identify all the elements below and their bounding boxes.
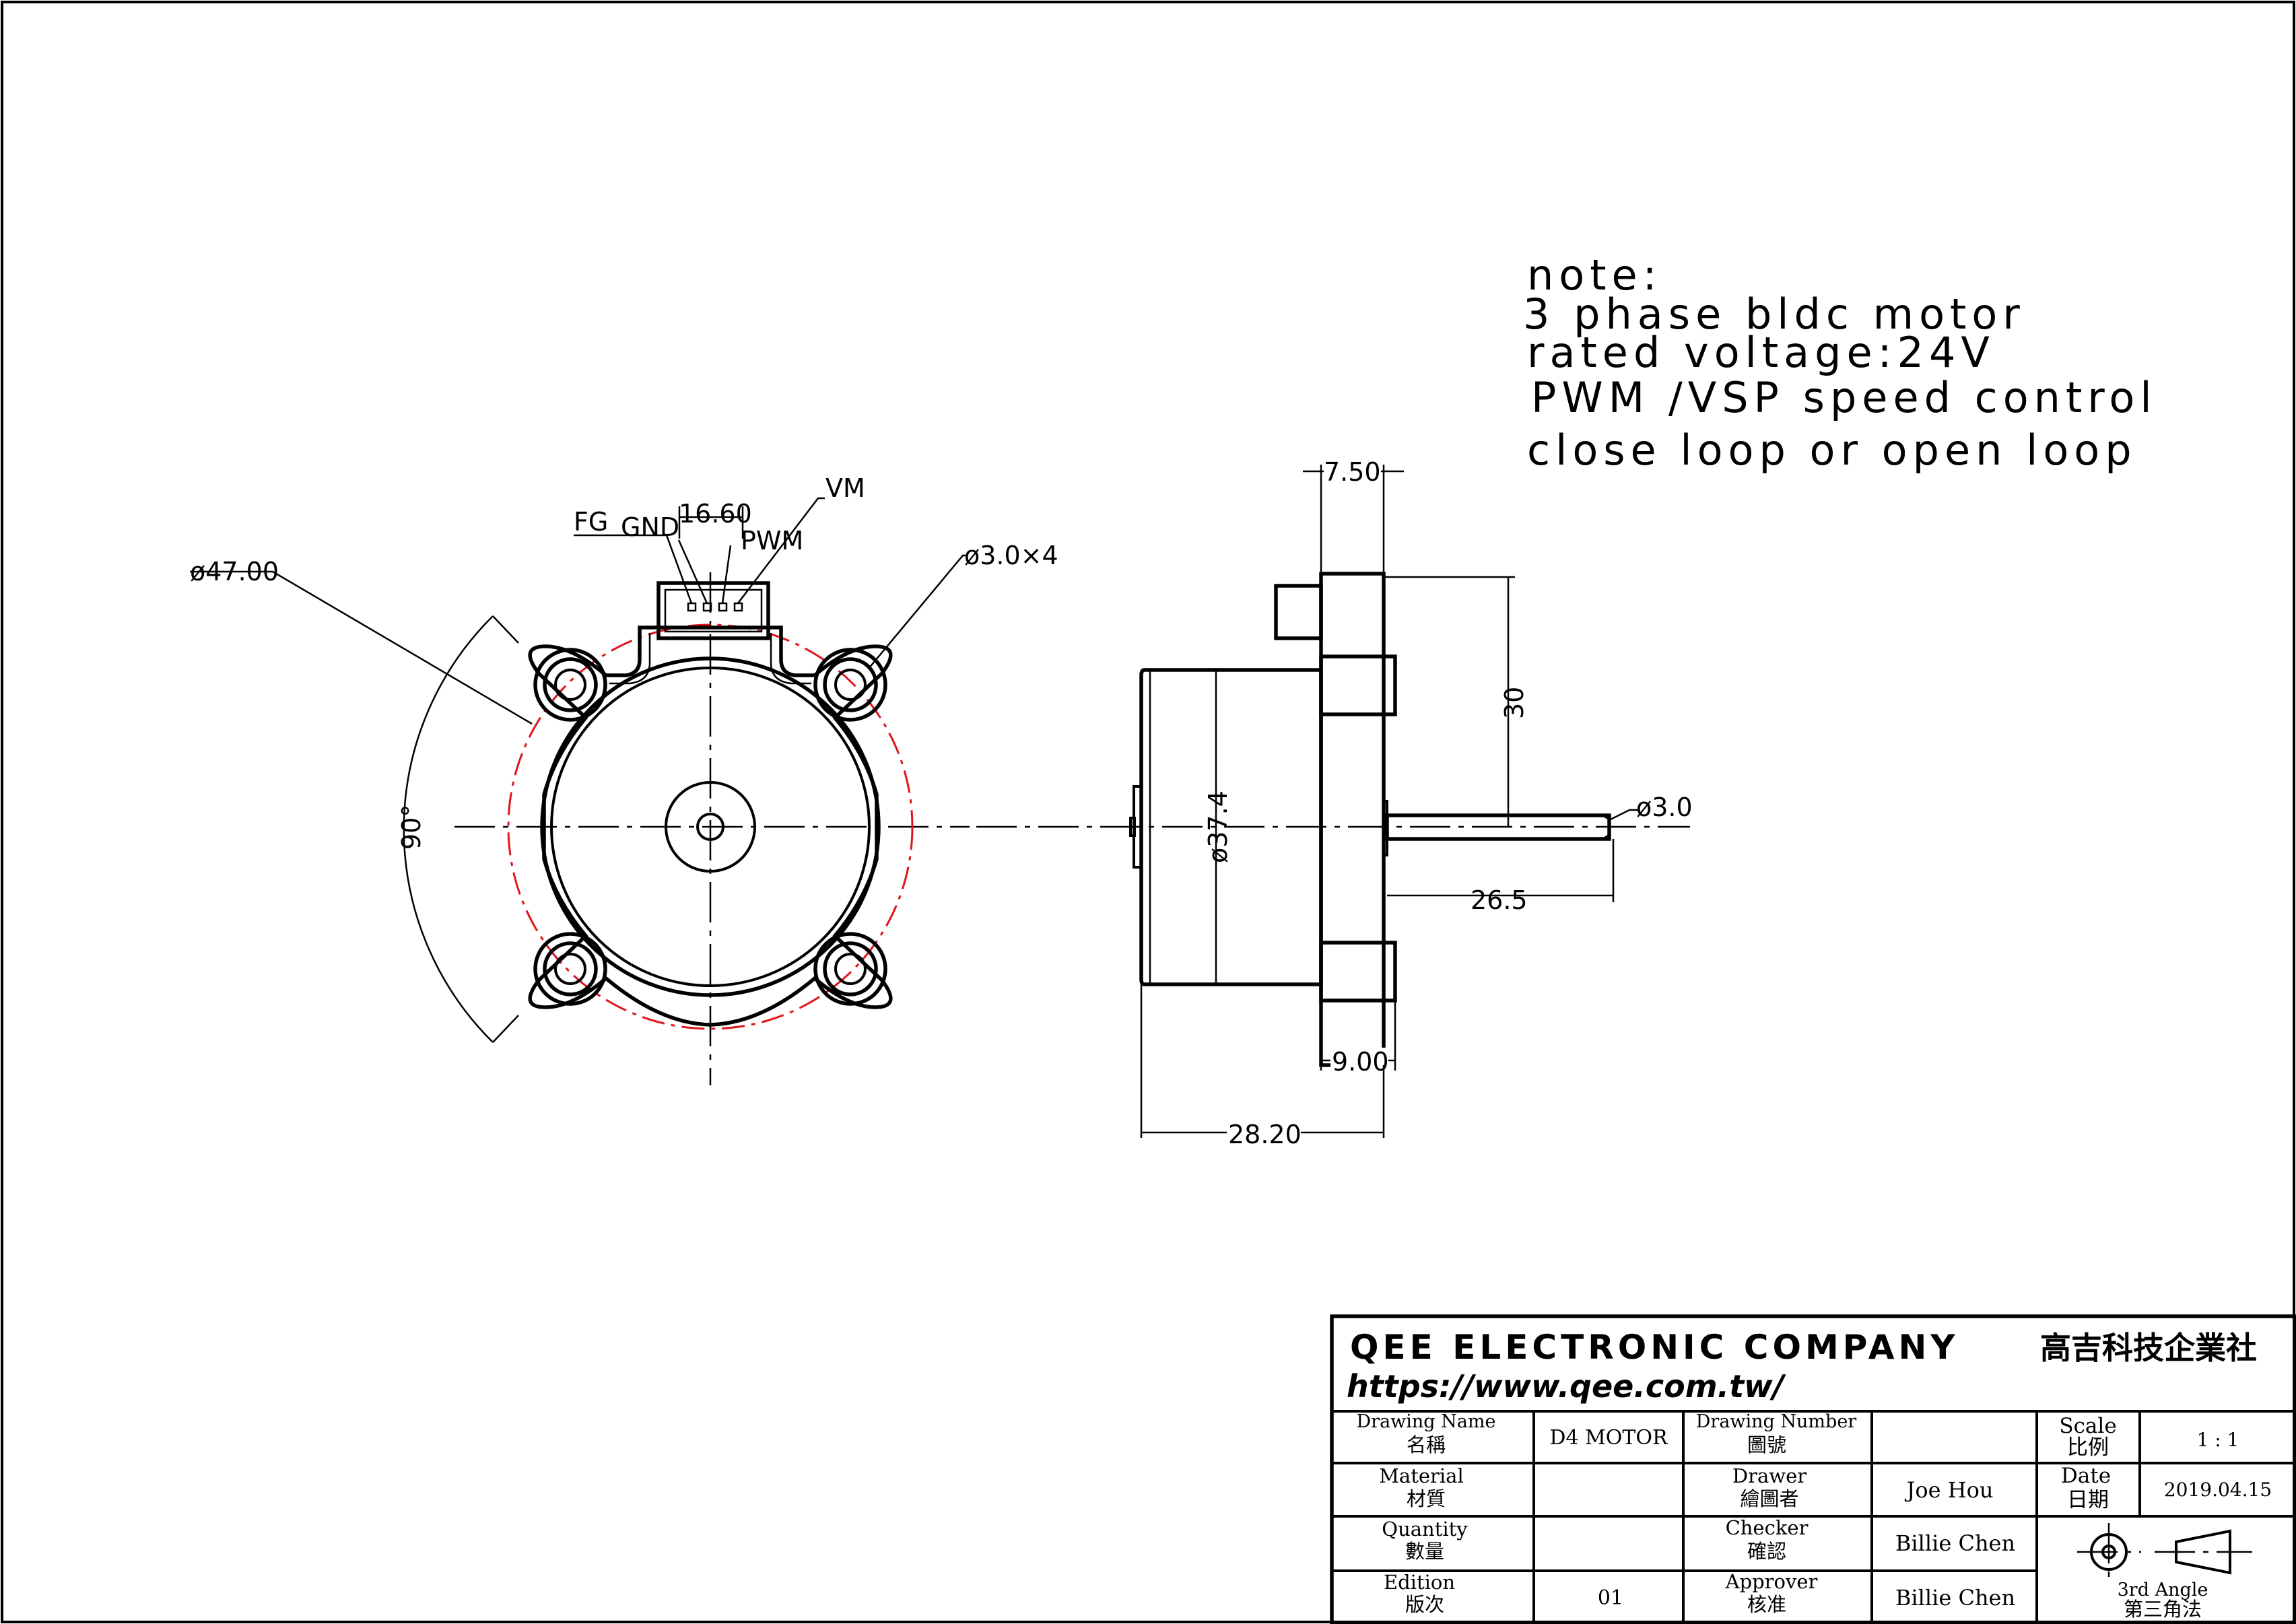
motor-body-outer [540,656,881,997]
total-len-dimension: 28.20 [1228,1120,1302,1149]
flange-inner-left [609,633,651,685]
label-approver-cn: 核准 [1747,1593,1786,1616]
angle-dimension: 90° [397,805,426,850]
label-quantity: Quantity [1382,1518,1468,1541]
projection-label-cn: 第三角法 [2124,1598,2202,1621]
note-line-4: PWM /VSP speed control [1531,373,2157,422]
motor-can [1139,668,1323,986]
label-checker: Checker [1726,1516,1809,1539]
pwm-leader [721,545,732,604]
value-edition: 01 [1598,1586,1623,1610]
mount-boss-tr [813,648,887,722]
note-line-5: close loop or open loop [1527,426,2137,475]
label-scale-cn: 比例 [2067,1435,2109,1460]
value-scale: 1 : 1 [2197,1429,2239,1451]
connector [656,581,770,640]
label-checker-cn: 確認 [1747,1540,1786,1563]
mount-hole-tr [823,657,878,712]
pin-label-vm: VM [825,473,865,503]
shaft-len-dimension: 26.5 [1471,885,1528,915]
note-line-3: rated voltage:24V [1527,328,1995,377]
label-drawing-name: Drawing Name [1357,1411,1496,1432]
mount-boss-bl [533,932,607,1006]
side-connector [1274,584,1323,640]
d-shaft-dimension: ø3.0 [1636,792,1693,822]
hole-dimension: ø3.0×4 [964,541,1058,570]
mount-hole-bl [543,941,598,996]
label-drawing-number: Drawing Number [1696,1411,1857,1432]
company-name: QEE ELECTRONIC COMPANY [1350,1328,1959,1367]
d-body-dimension: ø37.4 [1203,790,1233,863]
flange-boss-bottom [1319,941,1397,1003]
d-outer-leader [190,570,533,725]
mount-hole-br [823,941,878,996]
vm-leader [737,497,825,604]
mount-boss-tl [533,648,607,722]
notes: note: 3 phase bldc motor rated voltage:2… [1523,250,2157,475]
label-drawer-cn: 繪圖者 [1740,1487,1798,1510]
note-line-1: note: [1527,250,1662,300]
fg-leader [574,534,693,604]
value-drawer: Joe Hou [1905,1477,1994,1503]
label-edition: Edition [1384,1571,1455,1594]
bottom-len-dimension: 9.00 [1332,1047,1389,1077]
angle-arc [403,615,494,1043]
gnd-leader [677,539,708,604]
value-drawing-name: D4 MOTOR [1549,1426,1668,1450]
pin-label-pwm: PWM [741,526,803,555]
company-name-cn: 高吉科技企業社 [2040,1330,2257,1366]
mount-hole-tl [543,657,598,712]
pitch-dimension: 16.60 [679,499,752,529]
third-angle-projection-icon [2077,1523,2252,1584]
hub [665,781,756,873]
label-approver: Approver [1725,1570,1818,1593]
value-approver: Billie Chen [1895,1585,2015,1611]
flange-inner-right [770,633,811,685]
flange-boss-top [1319,654,1397,716]
label-material: Material [1379,1464,1464,1487]
label-date: Date [2061,1464,2111,1488]
bolt-circle [507,623,914,1030]
motor-body-inner [550,667,871,987]
label-drawer: Drawer [1732,1464,1807,1487]
projection-label: 3rd Angle [2118,1580,2208,1600]
side-view: ø37.4 30 ø3.0 26.5 7.50 9.00 28.20 [976,457,1693,1149]
label-material-cn: 材質 [1407,1487,1446,1510]
value-date: 2019.04.15 [2164,1479,2272,1501]
side-flange [1319,572,1386,1067]
d-shaft-leader [1609,809,1640,821]
value-checker: Billie Chen [1895,1530,2015,1556]
d-outer-dimension: ø47.00 [190,557,279,586]
company-url[interactable]: https://www.qee.com.tw/ [1347,1368,1786,1405]
label-edition-cn: 版次 [1405,1593,1444,1616]
front-view: FG GND PWM VM 16.60 ø47.00 ø3.0×4 90° [190,473,1058,1085]
height-dimension: 30 [1499,687,1529,719]
title-block: QEE ELECTRONIC COMPANY 高吉科技企業社 https://w… [1330,1314,2296,1624]
label-date-cn: 日期 [2067,1488,2109,1512]
pin-label-fg: FG [574,507,608,537]
note-line-2: 3 phase bldc motor [1523,290,2025,339]
pin-label-gnd: GND [621,512,679,542]
top-len-dimension: 7.50 [1324,457,1381,487]
label-drawing-number-cn: 圖號 [1747,1433,1786,1456]
label-scale: Scale [2059,1414,2116,1438]
shaft [1385,813,1611,841]
label-quantity-cn: 數量 [1405,1540,1444,1563]
mount-boss-br [813,932,887,1006]
hole-leader [868,554,966,669]
shaft-end [696,813,724,841]
label-drawing-name-cn: 名稱 [1407,1433,1446,1456]
